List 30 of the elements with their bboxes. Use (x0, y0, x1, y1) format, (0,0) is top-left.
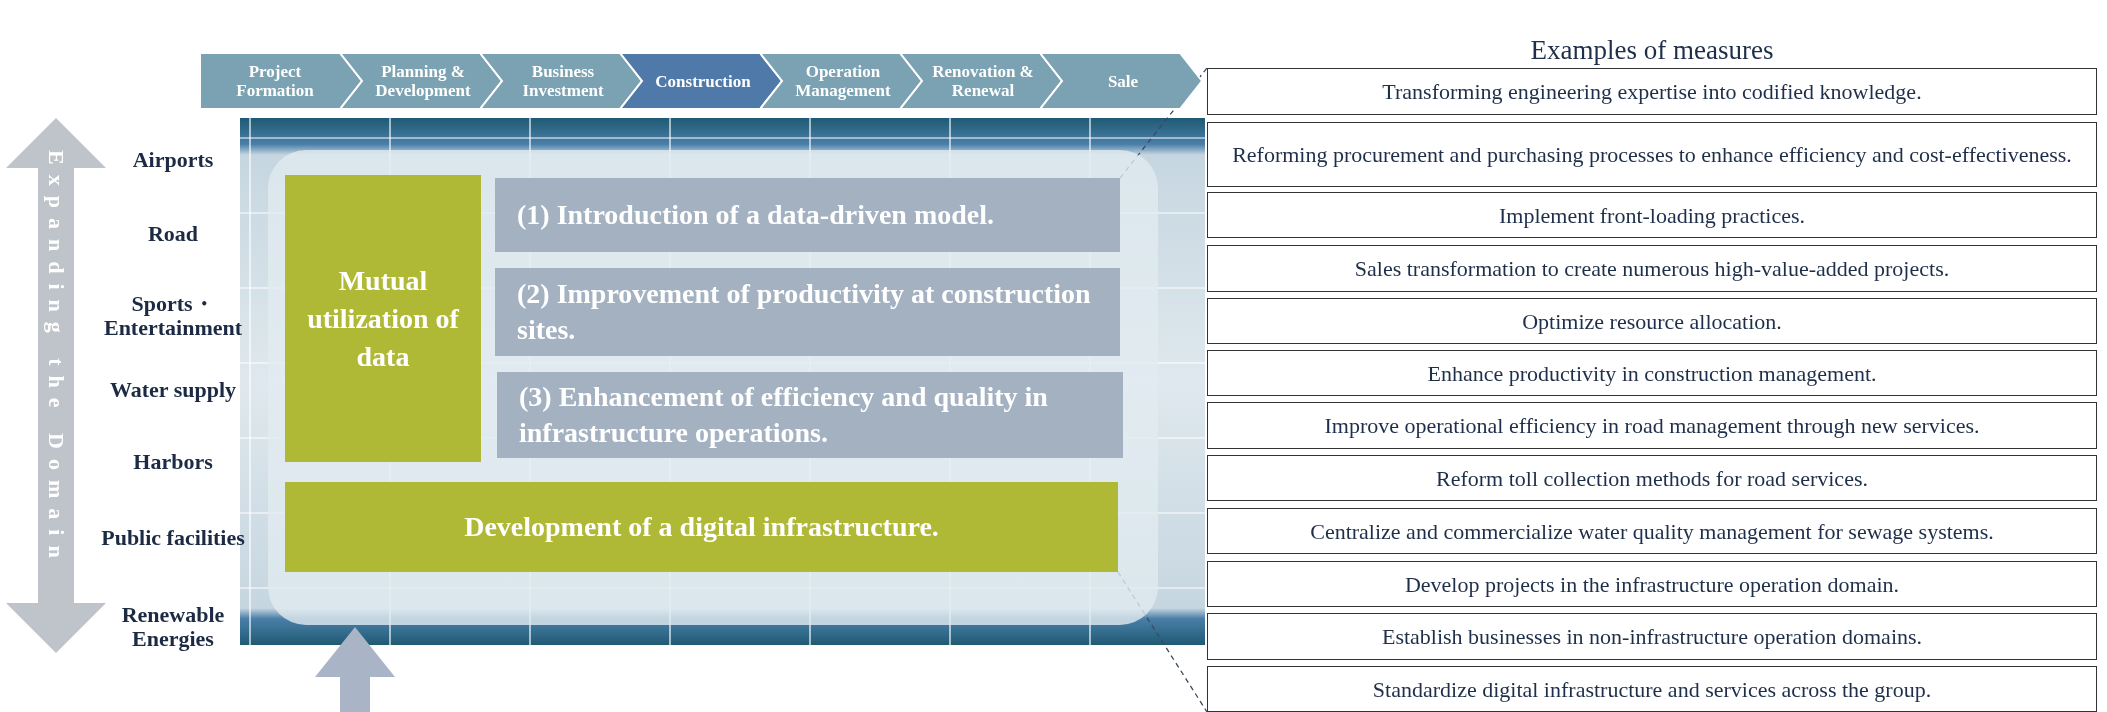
heading: Examples of measures (1530, 34, 1774, 66)
domain-label: Public facilities (100, 526, 246, 550)
initiative-box: (2) Improvement of productivity at construction sites. (495, 268, 1120, 356)
measure-box: Sales transformation to create numerous high-value-added projects. (1207, 245, 2097, 292)
domain-label: Airports (131, 148, 215, 172)
measure-box: Centralize and commercialize water quality management for sewage systems. (1207, 508, 2097, 554)
domain-label: Road (146, 222, 200, 246)
domain-label: Renewable Energies (120, 603, 226, 651)
focus-box: Development of a digital infrastructure. (285, 482, 1118, 572)
measure-box: Establish businesses in non-infrastructure operation domains. (1207, 613, 2097, 660)
measure-box: Optimize resource allocation. (1207, 298, 2097, 344)
measure-box: Reforming procurement and purchasing processes to enhance efficiency and cost-effectiveness. (1207, 122, 2097, 187)
initiative-box: (1) Introduction of a data-driven model. (495, 178, 1120, 252)
domain-label: Sports・ Entertainment (102, 292, 244, 340)
measure-box: Improve operational efficiency in road management through new services. (1207, 402, 2097, 449)
process-step: Sale (1040, 53, 1202, 109)
domain-label: Harbors (132, 450, 214, 474)
measure-box: Reform toll collection methods for road services. (1207, 455, 2097, 501)
domain-label: Water supply (108, 378, 238, 402)
measure-box: Implement front-loading practices. (1207, 192, 2097, 238)
measure-box: Enhance productivity in construction management. (1207, 350, 2097, 396)
process-step: Construction (620, 53, 782, 109)
vertical-text: Expanding the Domain (43, 150, 70, 568)
process-step: Project Formation (200, 53, 362, 109)
measure-box: Transforming engineering expertise into codified knowledge. (1207, 68, 2097, 115)
measure-box: Develop projects in the infrastructure operation domain. (1207, 561, 2097, 607)
process-step: Business Investment (480, 53, 642, 109)
initiative-box: (3) Enhancement of efficiency and quality in infrastructure operations. (497, 372, 1123, 458)
focus-box: Mutual utilization of data (285, 175, 481, 462)
measure-box: Standardize digital infrastructure and services across the group. (1207, 666, 2097, 712)
